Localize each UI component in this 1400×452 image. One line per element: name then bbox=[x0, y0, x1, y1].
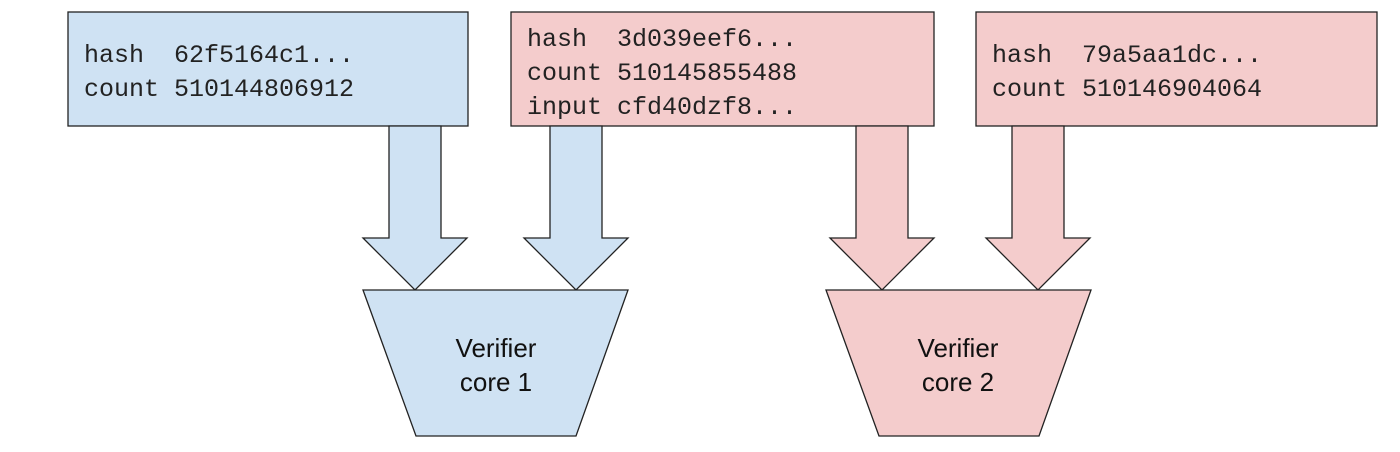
box-2-line-1: hash 3d039eef6... bbox=[527, 25, 797, 54]
box-3-rect bbox=[975, 11, 1378, 127]
box-3-line-1: hash 79a5aa1dc... bbox=[992, 41, 1262, 70]
box-3: hash 79a5aa1dc... count 510146904064 bbox=[975, 11, 1378, 127]
box-1-rect bbox=[67, 11, 469, 127]
box-2: hash 3d039eef6... count 510145855488 inp… bbox=[510, 11, 935, 127]
verifier-core-1: Verifier core 1 bbox=[362, 289, 629, 437]
arrow-1 bbox=[361, 125, 469, 291]
box-3-line-2: count 510146904064 bbox=[992, 75, 1262, 104]
verifier-core-1-line-2: core 1 bbox=[460, 367, 532, 397]
verifier-core-1-line-1: Verifier bbox=[456, 333, 537, 363]
box-2-line-2: count 510145855488 bbox=[527, 59, 797, 88]
arrow-2 bbox=[522, 125, 630, 291]
verifier-core-1-shape bbox=[362, 289, 629, 437]
box-1: hash 62f5164c1... count 510144806912 bbox=[67, 11, 469, 127]
box-1-line-2: count 510144806912 bbox=[84, 75, 354, 104]
verifier-core-2: Verifier core 2 bbox=[825, 289, 1092, 437]
arrow-4 bbox=[984, 125, 1092, 291]
box-1-line-1: hash 62f5164c1... bbox=[84, 41, 354, 70]
box-2-rect bbox=[510, 11, 935, 127]
verifier-core-2-shape bbox=[825, 289, 1092, 437]
arrow-3 bbox=[828, 125, 936, 291]
verifier-core-2-line-1: Verifier bbox=[918, 333, 999, 363]
box-2-line-3: input cfd40dzf8... bbox=[527, 93, 797, 122]
verifier-core-2-line-2: core 2 bbox=[922, 367, 994, 397]
